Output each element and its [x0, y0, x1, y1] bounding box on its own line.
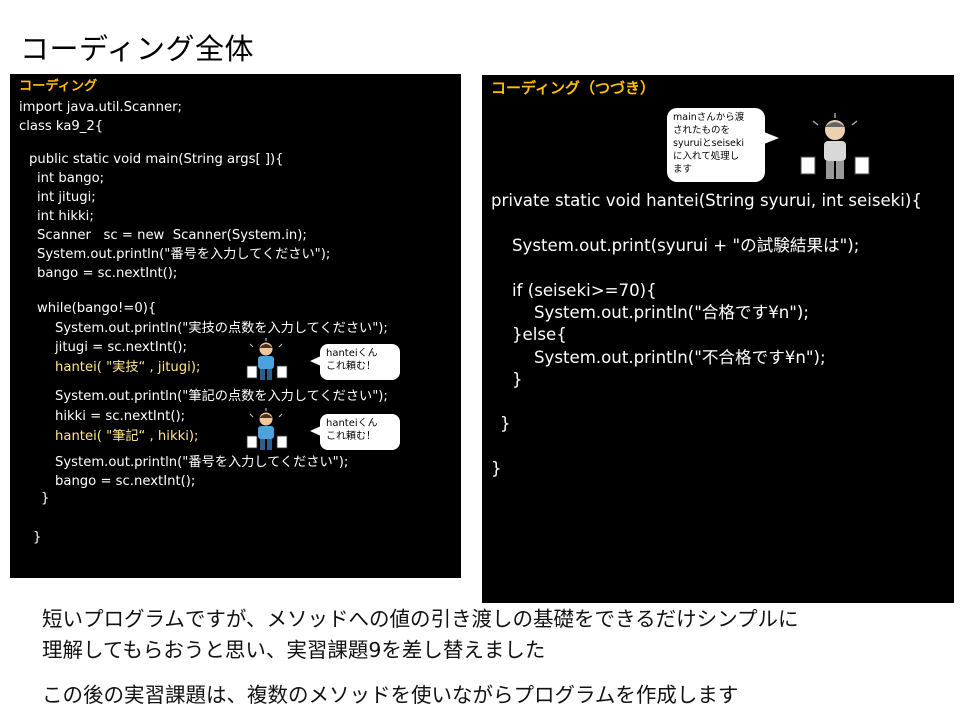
code-line: }	[500, 414, 511, 433]
code-line: int bango;	[37, 171, 105, 186]
code-panel-main: コーディング import java.util.Scanner; class k…	[10, 74, 461, 578]
code-line: if (seiseki>=70){	[512, 281, 657, 300]
code-line: import java.util.Scanner;	[19, 100, 183, 115]
code-line: System.out.println("不合格です¥n");	[534, 348, 826, 367]
bubble-line: されたものを	[673, 125, 731, 136]
code-line-highlight: hantei( "筆記“ , hikki);	[55, 429, 199, 444]
person-carrying-bags-icon	[246, 338, 288, 380]
code-line: int hikki;	[37, 209, 94, 224]
tired-person-with-bags-icon	[800, 113, 870, 179]
code-line: }	[33, 530, 42, 545]
code-line-highlight: hantei( "実技“ , jitugi);	[55, 360, 201, 375]
bubble-line: に入れて処理し	[673, 151, 740, 162]
explanation-text: 理解してもらおうと思い、実習課題9を差し替えました	[42, 638, 546, 662]
code-line: class ka9_2{	[19, 119, 104, 134]
code-line: }	[512, 370, 523, 389]
code-line: System.out.println("合格です¥n");	[534, 303, 809, 322]
bubble-line: これ頼む！	[326, 361, 376, 372]
speech-bubble: mainさんから渡 されたものを syuruiとseiseki に入れて処理し …	[667, 108, 779, 182]
bubble-line: ます	[673, 164, 693, 175]
code-line: }	[41, 491, 50, 506]
code-line: Scanner sc = new Scanner(System.in);	[37, 228, 307, 243]
bubble-line: mainさんから渡	[673, 112, 745, 123]
speech-bubble: hanteiくん これ頼む！	[310, 414, 400, 450]
explanation-text: 短いプログラムですが、メソッドへの値の引き渡しの基礎をできるだけシンプルに	[42, 607, 799, 631]
slide-title: コーディング全体	[20, 32, 254, 66]
code-line: public static void main(String args[ ]){	[29, 152, 284, 167]
code-line: System.out.println("筆記の点数を入力してください");	[55, 389, 388, 404]
code-line: bango = sc.nextInt();	[37, 266, 178, 281]
code-line: bango = sc.nextInt();	[55, 474, 196, 489]
person-carrying-bags-icon	[246, 408, 288, 450]
bubble-line: syuruiとseiseki	[673, 138, 745, 149]
code-line: System.out.println("番号を入力してください");	[55, 455, 349, 470]
code-line: hikki = sc.nextInt();	[55, 409, 186, 424]
speech-bubble: hanteiくん これ頼む！	[310, 344, 400, 380]
bubble-line: これ頼む！	[326, 431, 376, 442]
panel-heading: コーディング（つづき）	[491, 79, 655, 97]
code-line: }else{	[512, 325, 567, 344]
code-line: jitugi = sc.nextInt();	[55, 340, 188, 355]
code-line: int jitugi;	[37, 190, 96, 205]
code-line: private static void hantei(String syurui…	[491, 191, 922, 210]
code-line: System.out.print(syurui + "の試験結果は");	[512, 236, 860, 255]
code-line: }	[491, 459, 502, 478]
code-line: System.out.println("実技の点数を入力してください");	[55, 321, 388, 336]
code-line: while(bango!=0){	[37, 301, 157, 316]
code-panel-continued: コーディング（つづき） mainさんから渡 されたものを syuruiとseis…	[482, 75, 954, 603]
explanation-text: この後の実習課題は、複数のメソッドを使いながらプログラムを作成します	[42, 683, 739, 707]
code-line: System.out.println("番号を入力してください");	[37, 247, 331, 262]
panel-heading: コーディング	[19, 79, 98, 94]
bubble-line: hanteiくん	[326, 418, 378, 429]
bubble-line: hanteiくん	[326, 348, 378, 359]
